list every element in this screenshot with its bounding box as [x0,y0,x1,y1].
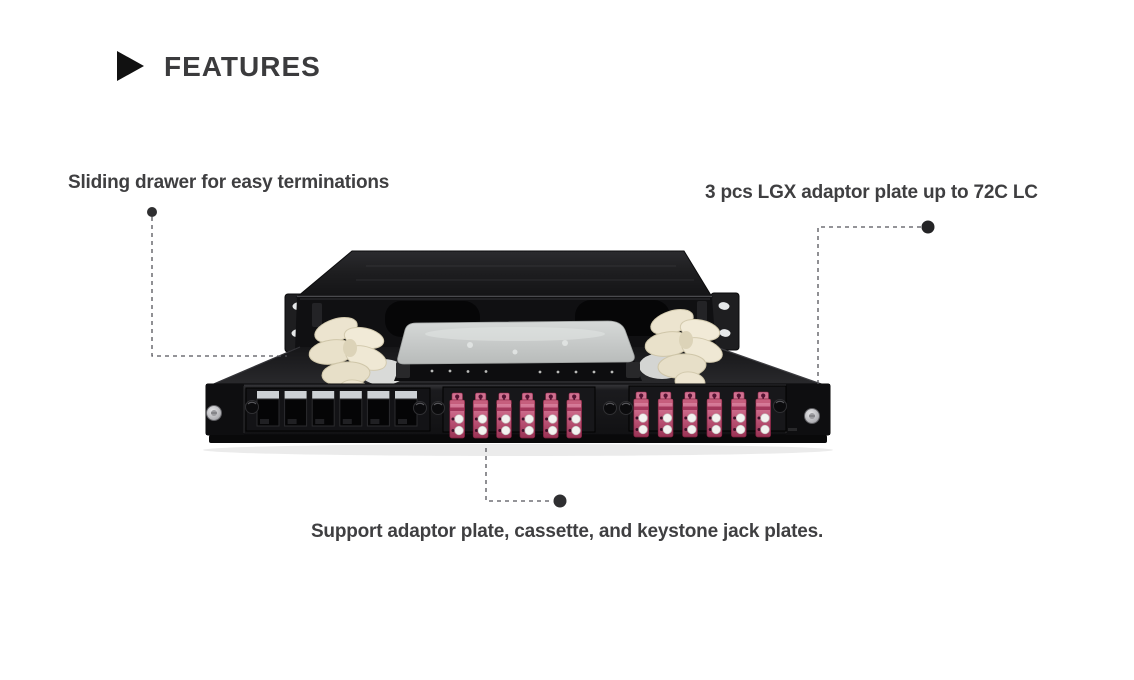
leader-dot-right [921,220,935,234]
panel-knob [772,398,788,414]
callout-support-plates: Support adaptor plate, cassette, and key… [310,521,824,542]
panel-knob [618,400,634,416]
panel-knob [412,400,428,416]
callout-sliding-drawer: Sliding drawer for easy terminations [68,172,390,193]
chassis-lid [295,250,713,298]
play-triangle-icon [117,51,144,81]
panel-knob [602,400,618,416]
front-panel [203,383,833,456]
splice-tray [397,320,635,365]
leader-line-bottom [485,448,552,502]
lc-adapter-plate-2 [628,385,787,438]
leader-dot-bottom [553,494,567,508]
callout-lgx-plates: 3 pcs LGX adaptor plate up to 72C LC [705,182,1038,203]
features-heading: FEATURES [164,51,321,82]
leader-line-left [151,217,287,357]
panel-etched-mark [788,428,797,431]
leader-line-right [817,226,921,386]
panel-knob [244,399,260,415]
panel-thumbscrew-right [804,408,820,424]
panel-screw-left [206,405,222,421]
keystone-plate [245,387,431,432]
lc-adapter-plate-1 [442,386,596,439]
leader-dot-left [147,207,157,217]
panel-knob [430,400,446,416]
sliding-drawer-tray [208,304,828,403]
splice-cassette [394,360,642,381]
